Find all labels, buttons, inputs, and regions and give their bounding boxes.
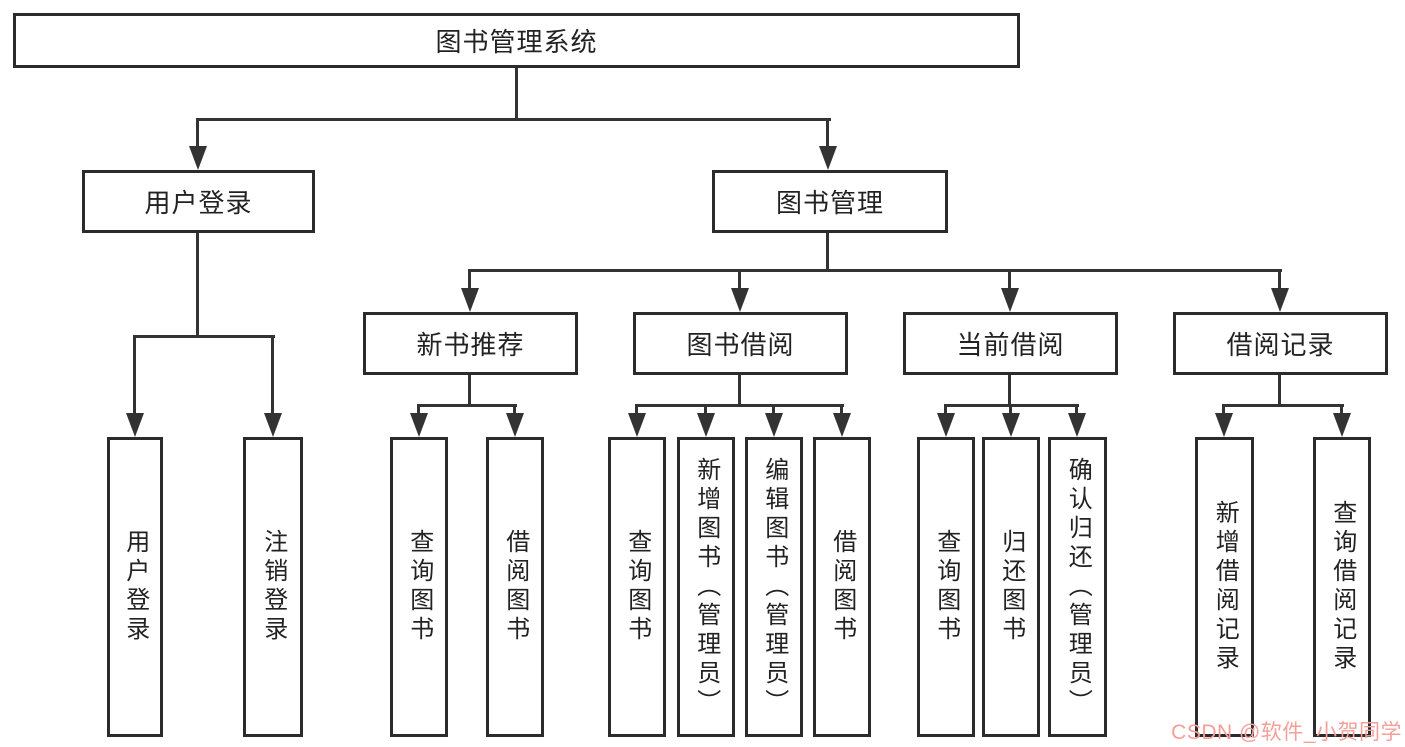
connector-leaf-login-drop [133, 335, 136, 415]
arrowhead-leaf [833, 413, 851, 437]
leaf-query-book-current-label: 查询图书 [932, 529, 960, 645]
arrowhead-borrow [731, 288, 749, 312]
arrowhead-leaf [1002, 413, 1020, 437]
leaf-edit-book-admin: 编辑图书（管理员） [745, 437, 803, 737]
leaf-add-borrow-record-label: 新增借阅记录 [1211, 500, 1239, 674]
leaf-borrow-book-recommend-label: 借阅图书 [501, 529, 529, 645]
node-root: 图书管理系统 [13, 13, 1020, 68]
connector-new-rec-bus [417, 404, 517, 407]
connector-record-stem [1278, 375, 1281, 406]
leaf-query-book-recommend-label: 查询图书 [405, 529, 433, 645]
leaf-query-borrow-record: 查询借阅记录 [1313, 437, 1371, 737]
node-current-borrow-label: 当前借阅 [956, 330, 1065, 360]
node-root-label: 图书管理系统 [435, 27, 598, 57]
watermark-text: CSDN @软件_小贺同学 [1171, 721, 1402, 744]
node-book-borrow: 图书借阅 [633, 312, 848, 375]
leaf-borrow-book-label: 借阅图书 [828, 529, 856, 645]
connector-user-login-drop [196, 118, 199, 148]
connector-leaf-drop [635, 404, 638, 415]
leaf-borrow-book-recommend: 借阅图书 [486, 437, 544, 737]
leaf-return-book: 归还图书 [982, 437, 1040, 737]
connector-leaf-drop [772, 404, 775, 415]
leaf-query-book-recommend: 查询图书 [390, 437, 448, 737]
arrowhead-current [1001, 288, 1019, 312]
leaf-user-login-label: 用户登录 [121, 529, 149, 645]
leaf-logout-label: 注销登录 [259, 529, 287, 645]
connector-record-bus [1222, 404, 1344, 407]
connector-leaf-drop [944, 404, 947, 415]
connector-leaf-drop [1340, 404, 1343, 415]
connector-book-mgmt-stem [826, 233, 829, 271]
connector-leaf-drop [704, 404, 707, 415]
connector-current-drop [1008, 269, 1011, 290]
node-current-borrow: 当前借阅 [903, 312, 1118, 375]
connector-borrow-bus [635, 404, 844, 407]
arrowhead-leaf [1215, 413, 1233, 437]
node-user-login: 用户登录 [82, 170, 315, 233]
connector-new-rec-drop [468, 269, 471, 290]
node-new-book-recommend: 新书推荐 [363, 312, 578, 375]
connector-current-stem [1008, 375, 1011, 406]
connector-leaf-drop [417, 404, 420, 415]
connector-level2-bus [197, 118, 831, 121]
connector-leaf-drop [1222, 404, 1225, 415]
connector-leaf-drop [1075, 404, 1078, 415]
arrowhead-user-login [189, 146, 207, 170]
connector-user-login-bus [134, 335, 275, 338]
arrowhead-leaf [628, 413, 646, 437]
arrowhead-new-rec [461, 288, 479, 312]
leaf-query-borrow-record-label: 查询借阅记录 [1328, 500, 1356, 674]
leaf-return-book-label: 归还图书 [997, 529, 1025, 645]
connector-leaf-drop [513, 404, 516, 415]
leaf-query-book-borrow-label: 查询图书 [623, 529, 651, 645]
arrowhead-leaf-login [126, 413, 144, 437]
leaf-edit-book-admin-label: 编辑图书（管理员） [760, 456, 788, 718]
arrowhead-leaf [506, 413, 524, 437]
connector-leaf-logout-drop [271, 335, 274, 415]
leaf-confirm-return-admin-label: 确认归还（管理员） [1064, 456, 1092, 718]
node-book-borrow-label: 图书借阅 [686, 330, 795, 360]
arrowhead-leaf [1068, 413, 1086, 437]
leaf-borrow-book: 借阅图书 [813, 437, 871, 737]
connector-root-stem [515, 68, 518, 121]
arrowhead-book-mgmt [819, 146, 837, 170]
arrowhead-leaf-logout [264, 413, 282, 437]
node-user-login-label: 用户登录 [144, 188, 253, 218]
connector-borrow-stem [738, 375, 741, 406]
connector-user-login-stem [196, 233, 199, 337]
arrowhead-leaf [1333, 413, 1351, 437]
leaf-logout: 注销登录 [243, 437, 303, 737]
connector-borrow-drop [738, 269, 741, 290]
leaf-add-borrow-record: 新增借阅记录 [1195, 437, 1254, 737]
connector-book-mgmt-drop [826, 118, 829, 148]
node-borrow-record: 借阅记录 [1173, 312, 1388, 375]
arrowhead-leaf [410, 413, 428, 437]
leaf-confirm-return-admin: 确认归还（管理员） [1048, 437, 1107, 737]
leaf-user-login: 用户登录 [107, 437, 163, 737]
connector-leaf-drop [1009, 404, 1012, 415]
connector-record-drop [1278, 269, 1281, 290]
arrowhead-record [1271, 288, 1289, 312]
leaf-query-book-current: 查询图书 [917, 437, 975, 737]
leaf-add-book-admin: 新增图书（管理员） [677, 437, 735, 737]
connector-leaf-drop [840, 404, 843, 415]
node-book-management: 图书管理 [712, 170, 948, 233]
node-book-management-label: 图书管理 [775, 188, 884, 218]
arrowhead-leaf [937, 413, 955, 437]
arrowhead-leaf [697, 413, 715, 437]
connector-new-rec-stem [468, 375, 471, 406]
arrowhead-leaf [765, 413, 783, 437]
leaf-query-book-borrow: 查询图书 [608, 437, 666, 737]
leaf-add-book-admin-label: 新增图书（管理员） [692, 456, 720, 718]
connector-level3-bus [468, 269, 1282, 272]
node-borrow-record-label: 借阅记录 [1226, 330, 1335, 360]
node-new-book-recommend-label: 新书推荐 [416, 330, 525, 360]
